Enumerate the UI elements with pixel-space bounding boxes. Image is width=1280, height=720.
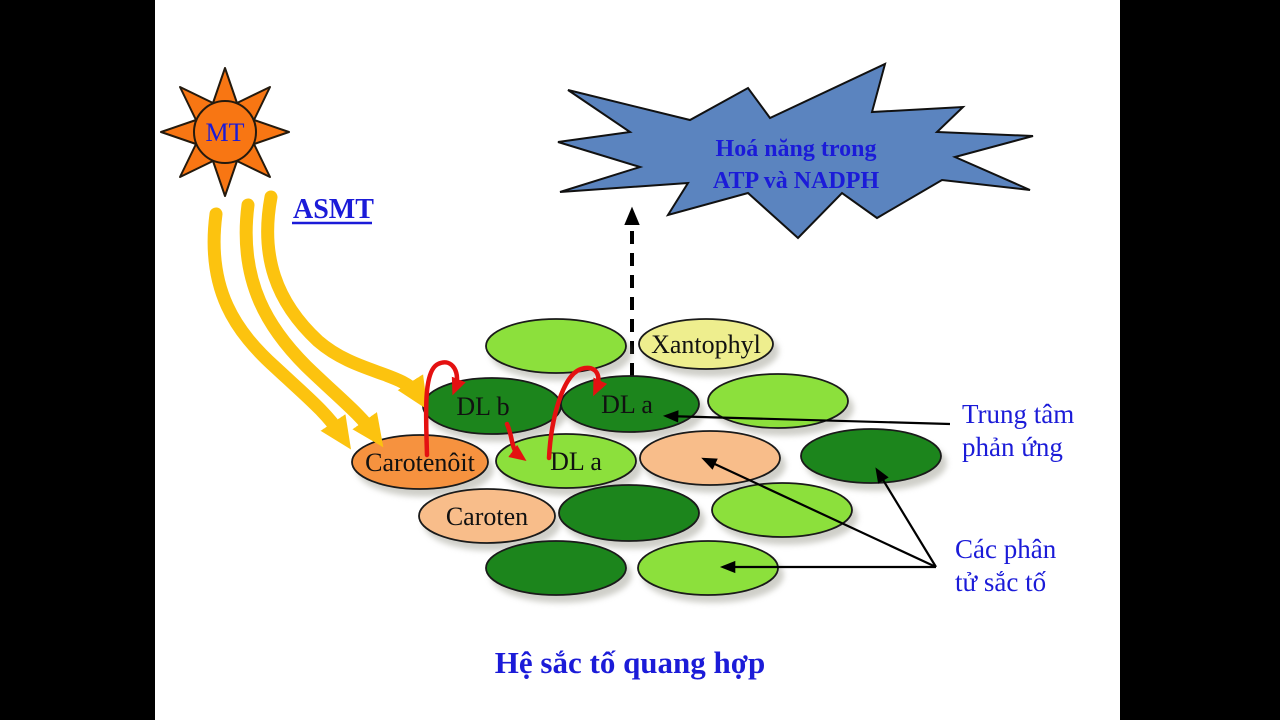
xantophyl-label: Xantophyl [651,330,761,359]
transfer-arrow-dla-to-center [546,365,608,461]
burst-text-line2: ATP và NADPH [713,168,880,194]
ellipse-light-green-row4 [711,482,853,538]
energy-burst-shape [557,62,1034,240]
light-ray-arrow-1 [207,207,352,450]
transfer-arrow-carotenoit-to-dlb [423,360,466,458]
ellipse-carotenoit [351,434,489,490]
energy-transfer-arrows [423,360,608,462]
dl-b-label: DL b [456,392,509,421]
slide-title: Hệ sắc tố quang hợp [495,645,765,680]
carotenoit-label: Carotenôit [365,448,476,477]
light-ray-arrow-3 [261,190,428,410]
pointer-pigment-dark-green [875,467,937,568]
ellipse-light-green-row2 [707,373,849,429]
annotation-pointers [662,410,951,574]
burst-text-line1: Hoá năng trong [716,136,877,162]
dl-a-light-label: DL a [550,447,602,476]
light-ray-arrow-2 [239,198,384,448]
ellipse-dark-green-row3 [800,428,942,484]
sunlight-rays [207,190,428,450]
sun-circle [193,100,257,164]
caroten-label: Caroten [446,502,528,531]
sun-icon [160,67,290,197]
reaction-center-label-line1: Trung tâm [962,399,1074,429]
transfer-arrow-dlb-to-dla [504,421,527,462]
ellipse-dl-a-light [495,433,637,489]
dl-a-center-label: DL a [601,390,653,419]
ellipse-caroten [418,488,556,544]
ellipse-light-green-row1 [485,318,627,374]
ellipse-peach-row3 [639,430,781,486]
pigment-molecules-label-line2: tử sắc tố [955,567,1047,597]
pigment-molecules-label-line1: Các phân [955,534,1057,564]
sun-label: MT [206,118,245,147]
pointer-pigment-peach [701,457,937,568]
ellipse-dark-green-row5 [485,540,627,596]
asmt-label: ASMT [293,194,374,225]
reaction-center-label-line2: phản ứng [962,432,1063,462]
pointer-reaction-center [662,410,951,426]
ellipse-xantophyl [638,318,774,370]
ellipse-dark-green-row4 [558,484,700,542]
